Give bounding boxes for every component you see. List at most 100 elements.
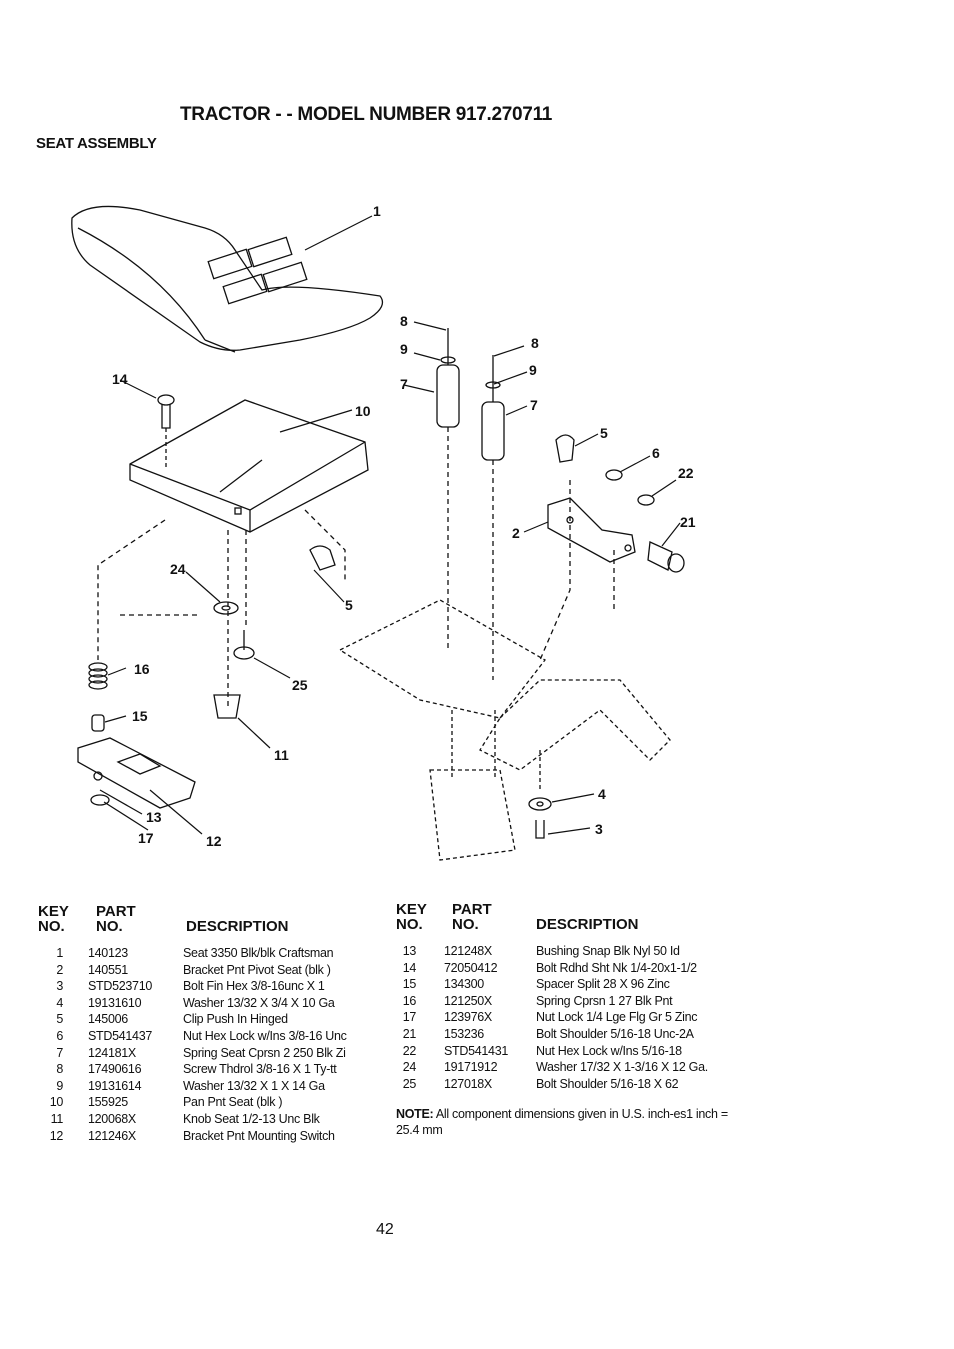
seat-assembly-diagram: 1 2 3 4 5 5 6 7 7 8 8 9 9 10 11 12 13 14… [71,203,696,861]
guide-lines-center [447,427,615,680]
callout-5-upper: 5 [600,425,608,441]
part-no: 72050412 [444,960,498,975]
part-description: Washer 13/32 X 3/4 X 10 Ga [183,995,335,1010]
callout-12: 12 [206,833,222,849]
seat-pan-drawing [129,399,369,533]
part-description: Screw Thdrol 3/8-16 X 1 Ty-tt [183,1062,337,1077]
spring-16-drawing [88,662,108,732]
key-no: 9 [56,1078,63,1093]
key-no: 14 [402,960,417,975]
part-description: Washer 13/32 X 1 X 14 Ga [183,1078,325,1093]
key-no: 8 [56,1062,63,1077]
part-description: Knob Seat 1/2-13 Unc Blk [183,1112,320,1126]
part-description: Nut Hex Lock w/Ins 3/8-16 Unc [183,1029,347,1043]
part-no: STD523710 [88,979,153,994]
part-description: Seat 3350 Blk/blk Craftsman [183,946,334,960]
key-no: 10 [49,1095,64,1110]
pivot-bracket-drawing [309,434,685,573]
part-no: 145006 [88,1012,128,1027]
page-number: 42 [376,1221,394,1238]
key-no: 25 [402,1076,417,1091]
key-no: 17 [402,1010,417,1025]
callout-25: 25 [292,677,308,693]
part-no: 134300 [444,977,484,992]
part-no: 153236 [444,1027,484,1041]
callout-16: 16 [134,661,150,677]
key-header-right: KEY [396,901,427,918]
part-no: 120068X [88,1112,136,1126]
part-no: 140123 [88,946,128,960]
key-no: 2 [56,962,63,977]
part-header-no: NO. [96,918,123,935]
part-no: 19131610 [88,995,142,1010]
chassis-drawing [338,599,671,861]
part-description: Nut Lock 1/4 Lge Flg Gr 5 Zinc [536,1010,698,1025]
callout-2: 2 [512,525,520,541]
callout-7-left: 7 [400,376,408,392]
part-description: Bushing Snap Blk Nyl 50 Id [536,944,680,958]
callout-13: 13 [146,809,162,825]
part-description: Nut Hex Lock w/Ins 5/16-18 [536,1043,682,1058]
description-header-right: DESCRIPTION [536,916,639,933]
callout-6: 6 [652,445,660,461]
key-no: 6 [56,1029,63,1043]
key-no: 16 [402,993,417,1008]
part-no: 121250X [444,993,492,1008]
callout-10: 10 [355,403,371,419]
part-description: Pan Pnt Seat (blk ) [183,1095,283,1110]
key-no: 22 [402,1043,417,1058]
note-label: NOTE: [396,1107,434,1121]
part-no: 127018X [444,1076,492,1091]
leader-lines [99,215,681,835]
part-no: 19131614 [88,1078,142,1093]
switch-bracket-drawing [77,737,196,809]
key-no: 5 [56,1012,63,1027]
description-header: DESCRIPTION [186,918,289,935]
note: NOTE: All component dimensions given in … [396,1106,736,1138]
part-no: 155925 [88,1095,128,1110]
note-text: All component dimensions given in U.S. i… [396,1107,728,1137]
key-no: 13 [402,944,417,958]
part-description: Clip Push In Hinged [183,1012,288,1027]
part-no: 140551 [88,962,128,977]
callout-8-right: 8 [531,335,539,351]
key-no: 24 [402,1060,417,1075]
part-header: PART [96,903,136,920]
part-description: Spring Seat Cprsn 2 250 Blk Zi [183,1045,346,1060]
callout-4: 4 [598,786,606,802]
key-no: 3 [56,979,63,994]
part-no: 19171912 [444,1060,498,1075]
key-header-no: NO. [38,918,65,935]
callout-11: 11 [274,747,289,763]
callout-14: 14 [112,371,128,387]
part-header-right: PART [452,901,492,918]
part-description: Washer 17/32 X 1-3/16 X 12 Ga. [536,1060,708,1075]
part-description: Bolt Shoulder 5/16-18 X 62 [536,1076,679,1091]
callout-8-left: 8 [400,313,408,329]
callout-5-lower: 5 [345,597,353,613]
washer-bolt-3-4-drawing [528,797,552,839]
callout-15: 15 [132,708,148,724]
callout-17: 17 [138,830,154,846]
parts-table-left: KEY NO. PART NO. DESCRIPTION 1 140123 Seat… [36,902,376,1152]
key-no: 12 [49,1128,64,1143]
page-title: TRACTOR - - MODEL NUMBER 917.270711 [180,104,553,125]
key-header-no-right: NO. [396,916,423,933]
part-description: Spring Cprsn 1 27 Blk Pnt [536,993,673,1008]
callout-1: 1 [373,203,381,219]
key-no: 1 [56,946,63,960]
springs-7-drawing [436,328,505,461]
part-no: 123976X [444,1010,492,1025]
key-no: 21 [402,1027,417,1041]
part-no: 121246X [88,1128,136,1143]
callout-3: 3 [595,821,603,837]
part-no: STD541431 [444,1043,509,1058]
part-header-no-right: NO. [452,916,479,933]
callout-7-right: 7 [530,397,538,413]
callout-9-left: 9 [400,341,408,357]
key-no: 15 [402,977,417,992]
callout-numbers: 1 2 3 4 5 5 6 7 7 8 8 9 9 10 11 12 13 14… [112,203,696,849]
key-header: KEY [38,903,69,920]
part-description: Bolt Rdhd Sht Nk 1/4-20x1-1/2 [536,960,697,975]
